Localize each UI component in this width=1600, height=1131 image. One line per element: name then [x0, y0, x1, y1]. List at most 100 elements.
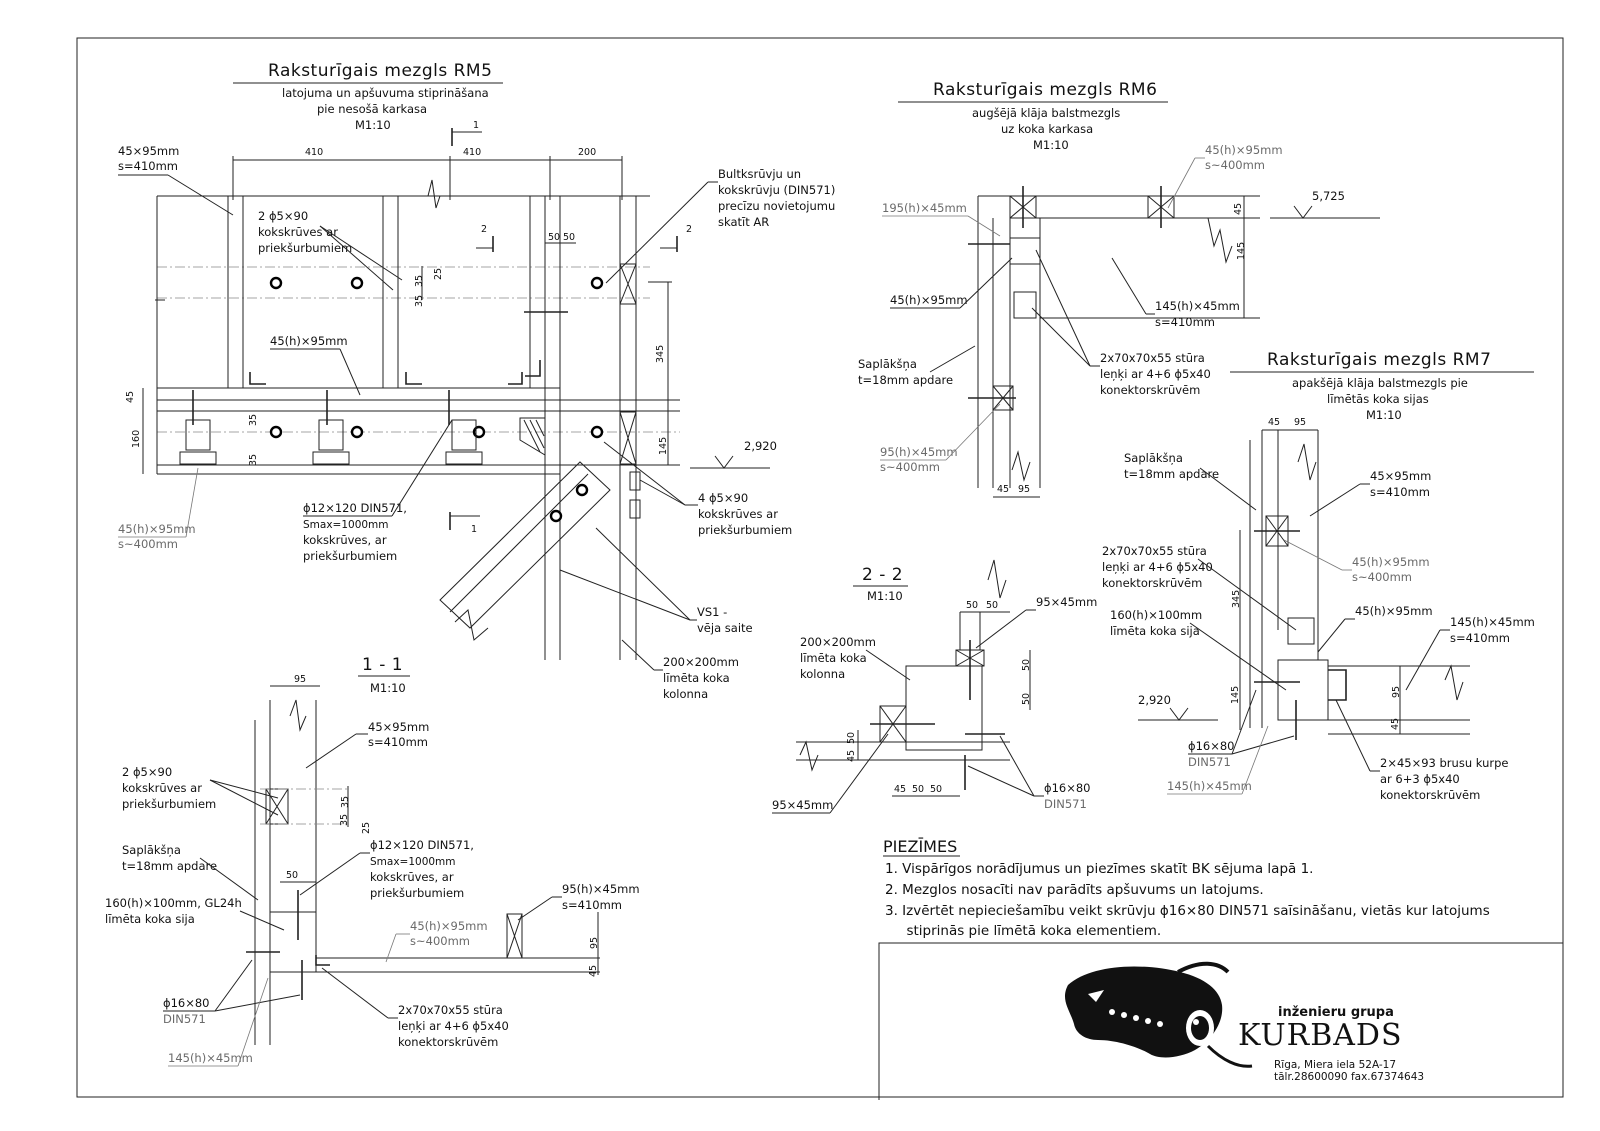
rm5-dim: 25 [433, 268, 444, 280]
rm5-subtitle-2: pie nesošā karkasa [317, 102, 427, 116]
rm6-subtitle-2: uz koka karkasa [1001, 122, 1093, 136]
section-mark: 1 [471, 524, 477, 535]
rm5-label: līmēta koka [663, 671, 730, 685]
rm5-dim: 35 [414, 295, 425, 307]
rm6-label: 95(h)×45mm [880, 445, 958, 459]
rm7-label: s=410mm [1370, 485, 1430, 499]
company-tagline: inženieru grupa [1278, 1005, 1394, 1020]
rm5-label: 45(h)×95mm [118, 522, 196, 536]
sec11-label: kokskrūves ar [122, 781, 202, 795]
rm5-scale: M1:10 [355, 118, 391, 132]
sec22-label: kolonna [800, 667, 845, 681]
rm7-label: konektorskrūvēm [1380, 788, 1480, 802]
sec22-label: ϕ16×80 [1044, 781, 1091, 795]
company-address: Rīga, Miera iela 52A-17 [1274, 1059, 1396, 1071]
sec11-label: kokskrūves, ar [370, 870, 454, 884]
rm7-label: līmēta koka sija [1110, 624, 1200, 638]
rm5-label: s=410mm [118, 159, 178, 173]
sec11-label: 45(h)×95mm [410, 919, 488, 933]
section-mark: 1 [473, 120, 479, 131]
sec11-dim: 35 [339, 814, 350, 826]
rm6-title: Raksturīgais mezgls RM6 [933, 80, 1157, 100]
rm7-dim: 95 [1294, 417, 1306, 428]
sec22-label: 95×45mm [772, 798, 833, 812]
rm5-label: priekšurbumiem [303, 549, 397, 563]
sec11-label: 2x70x70x55 stūra [398, 1003, 503, 1017]
rm7-level: 2,920 [1138, 693, 1171, 707]
sec11-label: ϕ12×120 DIN571, [370, 838, 474, 852]
rm5-label: priekšurbumiem [258, 241, 352, 255]
sec22-dim: 50 [966, 600, 978, 611]
rm5-label: s~400mm [118, 537, 178, 551]
rm7-detail: Raksturīgais mezgls RM7 apakšējā klāja b… [1102, 350, 1535, 802]
rm5-label: Smax=1000mm [303, 519, 389, 531]
sec11-label: 2 ϕ5×90 [122, 765, 172, 779]
rm6-level: 5,725 [1312, 189, 1345, 203]
sec22-label: DIN571 [1044, 797, 1087, 811]
rm5-label: 45(h)×95mm [270, 334, 348, 348]
rm5-label: kokskrūvju (DIN571) [718, 183, 835, 197]
sec11-label: priekšurbumiem [370, 886, 464, 900]
rm5-dim: 35 [248, 454, 259, 466]
rm6-dim: 45 [997, 484, 1009, 495]
rm5-dim: 50 [548, 232, 560, 243]
rm6-label: s~400mm [880, 460, 940, 474]
rm5-dim: 200 [578, 147, 596, 158]
note-item: 3. Izvērtēt nepieciešamību veikt skrūvju… [885, 903, 1490, 919]
rm5-dim: 35 [248, 414, 259, 426]
sec11-label: s=410mm [562, 898, 622, 912]
rm5-subtitle: latojuma un apšuvuma stiprināšana [282, 86, 489, 100]
rm5-level: 2,920 [744, 439, 777, 453]
rm5-label: 2 ϕ5×90 [258, 209, 308, 223]
rm6-dim: 45 [1233, 203, 1244, 215]
sec22-label: 95×45mm [1036, 595, 1097, 609]
sec11-dim: 95 [294, 674, 306, 685]
section-1-1: 1 - 1 M1:10 95 35 35 25 50 95 45 [105, 655, 640, 1067]
sec11-label: t=18mm apdare [122, 859, 217, 873]
sec11-label: 45×95mm [368, 720, 429, 734]
sec11-title: 1 - 1 [362, 655, 403, 675]
rm5-label: kokskrūves ar [258, 225, 338, 239]
rm5-dim: 45 [125, 391, 136, 403]
sec11-dim: 25 [361, 822, 372, 834]
sec11-dim: 95 [589, 937, 600, 949]
company-phone: tālr.28600090 fax.67374643 [1274, 1071, 1424, 1083]
sec22-title: 2 - 2 [862, 565, 903, 585]
rm7-dim: 45 [1268, 417, 1280, 428]
sec11-label: s=410mm [368, 735, 428, 749]
rm7-dim: 45 [1390, 718, 1401, 730]
rm5-label: 4 ϕ5×90 [698, 491, 748, 505]
sec22-dim: 50 [1021, 693, 1032, 705]
sheet-border [76, 37, 1564, 1098]
rm6-label: 2x70x70x55 stūra [1100, 351, 1205, 365]
rm7-dim: 95 [1391, 686, 1402, 698]
sec11-dim: 45 [588, 965, 599, 977]
rm6-label: s~400mm [1205, 158, 1265, 172]
section-2-2: 2 - 2 M1:10 50 50 50 50 45 50 45 50 [772, 559, 1097, 814]
title-block: inženieru grupa KURBADS Rīga, Miera iela… [878, 942, 1564, 1100]
rm7-label: s=410mm [1450, 631, 1510, 645]
rm5-dim: 410 [463, 147, 481, 158]
rm5-label: ϕ12×120 DIN571, [303, 501, 407, 515]
rm6-label: konektorskrūvēm [1100, 383, 1200, 397]
rm7-label: s~400mm [1352, 570, 1412, 584]
rm6-subtitle: augšējā klāja balstmezgls [972, 106, 1120, 120]
rm6-scale: M1:10 [1033, 138, 1069, 152]
sec11-label: 95(h)×45mm [562, 882, 640, 896]
rm5-label: priekšurbumiem [698, 523, 792, 537]
rm5-label: precīzu novietojumu [718, 199, 835, 213]
rm5-dim: 50 [563, 232, 575, 243]
rm6-label: 195(h)×45mm [882, 201, 967, 215]
section-mark: 2 [481, 224, 487, 235]
sec11-label: līmēta koka sija [105, 912, 195, 926]
sec11-label: 145(h)×45mm [168, 1051, 253, 1065]
section-mark: 2 [686, 224, 692, 235]
sec11-label: priekšurbumiem [122, 797, 216, 811]
rm7-label: 2x70x70x55 stūra [1102, 544, 1207, 558]
sec11-label: leņķi ar 4+6 ϕ5x40 [398, 1019, 509, 1033]
rm5-label: kolonna [663, 687, 708, 701]
sec22-dim: 50 [912, 784, 924, 795]
rm7-dim: 345 [1231, 590, 1242, 608]
rm7-label: 45×95mm [1370, 469, 1431, 483]
